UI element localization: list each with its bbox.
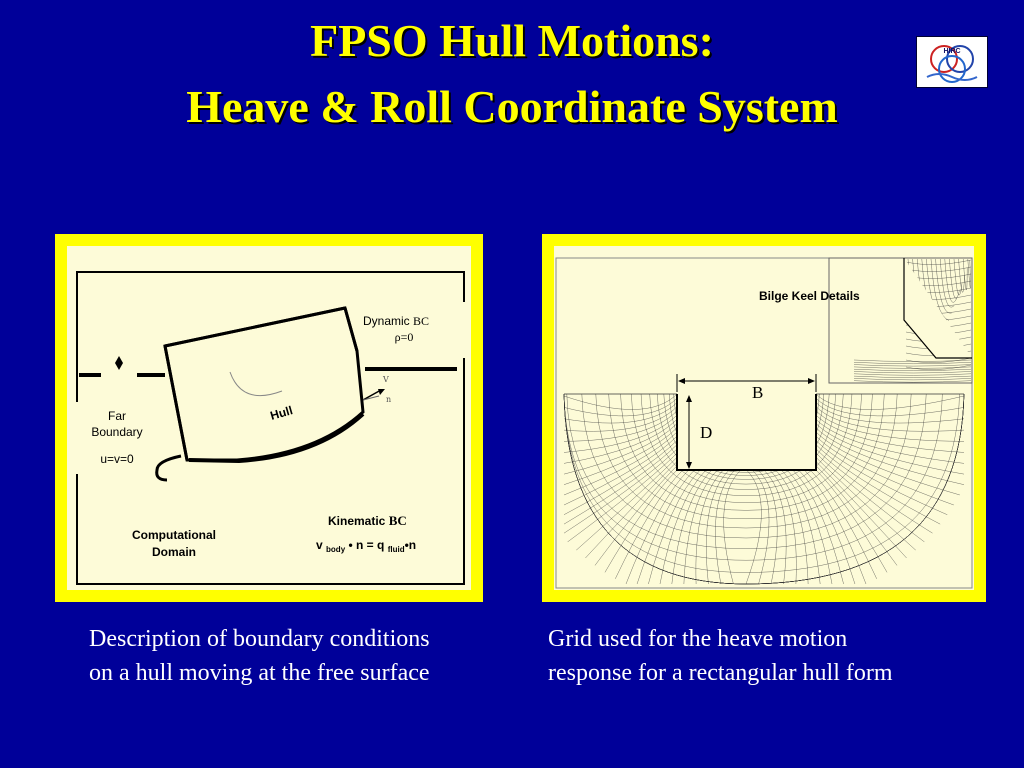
logo-rings-icon: HIRC — [926, 45, 978, 83]
computational-label-2: Domain — [152, 545, 196, 559]
vector-n-label: n — [386, 395, 391, 404]
dynamic-bc-label: Dynamic BC — [363, 314, 429, 328]
dynamic-bc-label-bg — [352, 302, 470, 358]
velocity-vector-icon — [362, 389, 382, 401]
left-caption: Description of boundary conditions on a … — [89, 622, 430, 690]
heave-grid-diagram: Bilge Keel Details B D — [555, 257, 973, 589]
hirc-logo: HIRC — [916, 36, 988, 88]
far-boundary-equation: u=v=0 — [100, 452, 134, 466]
kinematic-bc-label: Kinematic BC — [328, 513, 407, 528]
right-caption: Grid used for the heave motion response … — [548, 622, 893, 690]
computational-label-1: Computational — [132, 528, 216, 542]
normal-vector-icon — [362, 395, 380, 401]
left-caption-line-2: on a hull moving at the free surface — [89, 660, 430, 686]
bilge-keel-label: Bilge Keel Details — [759, 289, 860, 303]
right-caption-line-2: response for a rectangular hull form — [548, 660, 893, 686]
mesh-grid — [563, 393, 965, 585]
dynamic-bc-equation: ρ=0 — [395, 330, 414, 344]
free-surface-marker-icon — [115, 356, 123, 370]
b-label: B — [752, 383, 763, 402]
boundary-conditions-diagram: V n Hull Dynamic BC ρ=0 Far Boundary u=v… — [67, 271, 470, 585]
vector-v-label: V — [382, 375, 389, 384]
kinematic-bc-equation: v body • n = q fluid•n — [316, 538, 416, 554]
right-panel: Bilge Keel Details B D — [554, 246, 974, 590]
rectangular-hull — [676, 394, 817, 471]
page-title-line-1: FPSO Hull Motions: — [310, 15, 714, 66]
d-label: D — [700, 423, 712, 442]
page-title-line-2: Heave & Roll Coordinate System — [186, 81, 838, 132]
right-caption-line-1: Grid used for the heave motion — [548, 626, 848, 652]
far-boundary-label-bg — [67, 402, 153, 474]
logo-text: HIRC — [943, 48, 960, 55]
far-boundary-label-2: Boundary — [91, 425, 142, 439]
left-panel: V n Hull Dynamic BC ρ=0 Far Boundary u=v… — [67, 246, 471, 590]
far-boundary-label-1: Far — [108, 409, 126, 423]
hull-label: Hull — [269, 403, 295, 423]
left-caption-line-1: Description of boundary conditions — [89, 626, 430, 652]
